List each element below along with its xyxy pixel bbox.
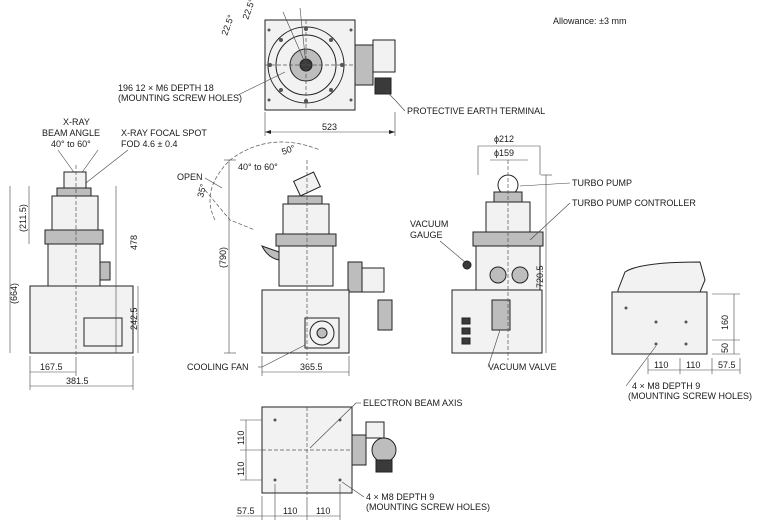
left-tube-collar — [56, 187, 92, 197]
center-column — [282, 203, 330, 235]
left-label-plate — [83, 317, 123, 347]
angle-label-b: 22.5° — [240, 0, 257, 21]
angle-50: 50° — [280, 143, 297, 157]
side-dim-110a: 110 — [654, 360, 668, 370]
top-view: 22.5° 22.5° 196 12 × M6 DEPTH 18 (MOUNTI… — [118, 0, 545, 136]
dim-790: (790) — [218, 247, 228, 268]
dim-242: 242.5 — [129, 307, 139, 330]
turbo-controller-label: TURBO PUMP CONTROLLER — [572, 198, 696, 208]
beam-axis-label: ELECTRON BEAM AXIS — [363, 398, 463, 408]
top-view-valve — [374, 77, 392, 95]
cooling-fan-grille — [304, 317, 340, 349]
dim-211: (211.5) — [18, 204, 28, 232]
center-flange — [275, 233, 337, 247]
angle-35: 35° — [195, 182, 208, 198]
dim-160: 160 — [720, 315, 730, 330]
angle-label-a: 22.5° — [219, 13, 236, 37]
allowance-note: Allowance: ±3 mm — [553, 16, 626, 26]
dim-664: (664) — [9, 283, 19, 304]
earth-terminal-label: PROTECTIVE EARTH TERMINAL — [407, 106, 545, 116]
side-view: 160 50 110 110 57.5 4 × M8 DEPTH 9 (MOUN… — [611, 261, 752, 401]
center-chamber — [278, 245, 334, 287]
center-tube-collar — [287, 195, 323, 205]
cooling-fan-label: COOLING FAN — [187, 362, 249, 372]
dim-365: 365.5 — [300, 362, 323, 372]
bottom-dim-v110b: 110 — [236, 462, 246, 476]
angle-range: 40° to 60° — [238, 162, 278, 172]
top-holes-label-2: (MOUNTING SCREW HOLES) — [118, 93, 242, 103]
right-view: ϕ212 ϕ159 TURBO PUMP TURBO PUMP CONTROLL… — [410, 134, 696, 372]
bottom-controller — [371, 437, 397, 463]
side-dim-57: 57.5 — [718, 360, 736, 370]
turbo-pump-label: TURBO PUMP — [572, 178, 632, 188]
side-holes-label-2: (MOUNTING SCREW HOLES) — [628, 391, 752, 401]
left-view: X-RAY BEAM ANGLE 40° to 60° X-RAY FOCAL … — [9, 117, 207, 390]
dim-167: 167.5 — [40, 362, 63, 372]
dim-381: 381.5 — [66, 376, 89, 386]
top-view-controller — [372, 39, 396, 73]
top-holes-label-1: 196 12 × M6 DEPTH 18 — [118, 83, 214, 93]
vacuum-valve — [491, 299, 511, 331]
beam-angle-label-1: X-RAY — [63, 117, 90, 127]
vacuum-gauge-label-1: VACUUM — [410, 219, 448, 229]
fod-label: FOD 4.6 ± 0.4 — [121, 139, 177, 149]
center-valve — [377, 299, 393, 331]
dim-720: 720.5 — [535, 265, 545, 288]
center-turbo-pump — [347, 261, 363, 293]
left-tube-head — [63, 171, 87, 189]
beam-angle-label-2: BEAM ANGLE — [42, 128, 100, 138]
bottom-dim-v110a: 110 — [236, 431, 246, 445]
bottom-turbo-pump — [351, 434, 367, 466]
side-base-cabinet — [611, 291, 708, 355]
left-flange — [44, 229, 104, 245]
bottom-dim-110b: 110 — [316, 506, 330, 516]
top-view-turbo-pump — [354, 44, 374, 86]
center-view: OPEN 50° 40° to 60° 35° (790) COOLING FA… — [177, 141, 393, 376]
dim-478: 478 — [129, 235, 139, 250]
beam-angle-value: 40° to 60° — [51, 139, 91, 149]
center-controller — [361, 267, 385, 293]
left-column — [51, 195, 99, 231]
side-holes-label-1: 4 × M8 DEPTH 9 — [632, 381, 700, 391]
top-width-dim: 523 — [322, 122, 337, 132]
dim-d212: ϕ212 — [494, 134, 514, 144]
bottom-dim-110a: 110 — [283, 506, 297, 516]
open-label: OPEN — [177, 172, 203, 182]
vacuum-valve-label: VACUUM VALVE — [488, 362, 557, 372]
vacuum-gauge — [462, 260, 472, 270]
dim-50: 50 — [720, 343, 730, 353]
side-cover — [617, 261, 706, 293]
dim-d159: ϕ159 — [494, 148, 514, 158]
left-base-cabinet — [29, 285, 134, 354]
bottom-view: ELECTRON BEAM AXIS 4 × M8 DEPTH 9 (MOUNT… — [236, 398, 490, 520]
bottom-holes-label-1: 4 × M8 DEPTH 9 — [366, 492, 434, 502]
focal-spot-label: X-RAY FOCAL SPOT — [121, 128, 207, 138]
bottom-holes-label-2: (MOUNTING SCREW HOLES) — [366, 502, 490, 512]
side-dim-110b: 110 — [686, 360, 700, 370]
left-chamber — [47, 243, 101, 287]
bottom-dim-57: 57.5 — [237, 506, 255, 516]
vacuum-gauge-label-2: GAUGE — [410, 230, 443, 240]
